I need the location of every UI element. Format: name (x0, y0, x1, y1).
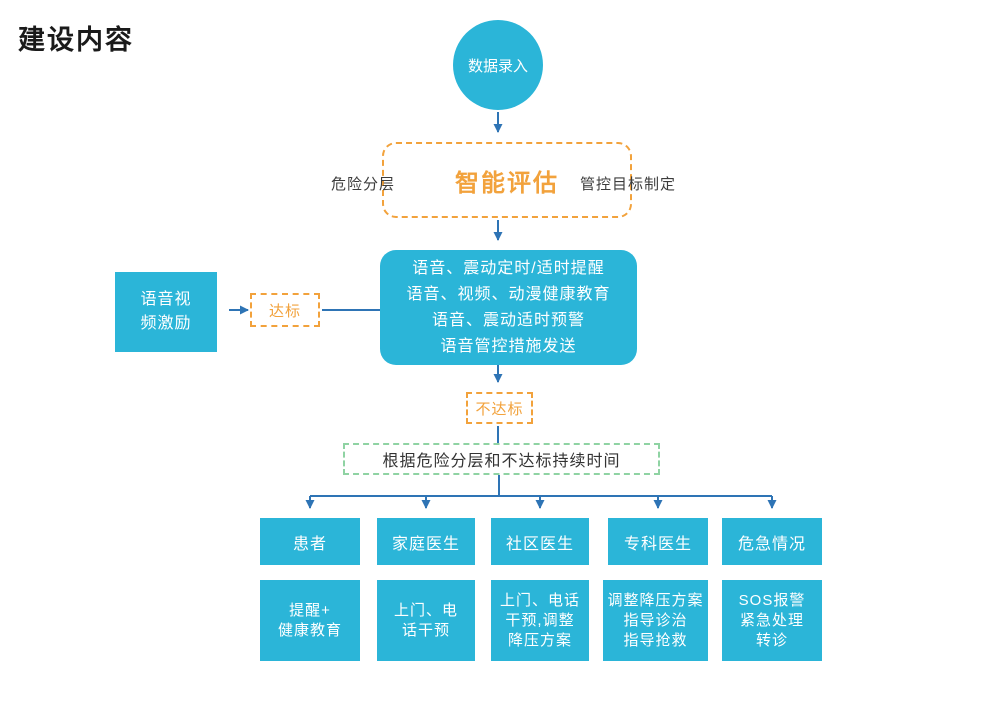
role-label: 专科医生 (623, 535, 692, 553)
reward-line: 语音视 (140, 291, 192, 308)
page-title: 建设内容 (18, 25, 134, 55)
tag-not-reach-standard-label: 不达标 (475, 400, 524, 418)
node-action-patient: 提醒+ 健康教育 (260, 580, 360, 661)
node-smart-assessment: 智能评估 (382, 142, 632, 218)
action-line: 转诊 (755, 631, 788, 649)
action-line: 指导诊治 (623, 611, 688, 629)
reward-line: 频激励 (140, 315, 192, 332)
action-line: 上门、电 (393, 601, 458, 619)
role-label: 社区医生 (505, 535, 574, 553)
action-line: 提醒+ (289, 601, 331, 619)
node-intervention-methods: 语音、震动定时/适时提醒 语音、视频、动漫健康教育 语音、震动适时预警 语音管控… (380, 250, 637, 365)
node-branch-condition: 根据危险分层和不达标持续时间 (343, 443, 660, 475)
intervention-line: 语音、震动定时/适时提醒 (412, 259, 605, 277)
label-control-target: 管控目标制定 (580, 176, 677, 193)
tag-reach-standard-label: 达标 (268, 302, 301, 320)
action-line: 话干预 (401, 621, 450, 639)
action-line: 健康教育 (277, 621, 342, 639)
node-data-entry-label: 数据录入 (467, 57, 528, 75)
node-role-specialist-doctor: 专科医生 (608, 518, 708, 565)
node-action-community-doctor: 上门、电话 干预,调整 降压方案 (491, 580, 589, 661)
role-label: 危急情况 (737, 535, 806, 553)
intervention-line: 语音、震动适时预警 (431, 311, 585, 329)
role-label: 家庭医生 (391, 535, 460, 553)
label-risk-stratification: 危险分层 (331, 176, 396, 193)
intervention-line: 语音、视频、动漫健康教育 (406, 285, 611, 303)
action-line: 干预,调整 (505, 611, 575, 629)
tag-reach-standard: 达标 (250, 293, 320, 327)
node-role-family-doctor: 家庭医生 (377, 518, 475, 565)
action-line: 紧急处理 (739, 611, 804, 629)
node-role-emergency: 危急情况 (722, 518, 822, 565)
action-line: 调整降压方案 (607, 591, 704, 609)
node-action-specialist-doctor: 调整降压方案 指导诊治 指导抢救 (603, 580, 708, 661)
action-line: 上门、电话 (499, 591, 580, 609)
node-voice-video-reward: 语音视 频激励 (115, 272, 217, 352)
node-action-emergency: SOS报警 紧急处理 转诊 (722, 580, 822, 661)
node-data-entry: 数据录入 (453, 20, 543, 110)
node-action-family-doctor: 上门、电 话干预 (377, 580, 475, 661)
intervention-line: 语音管控措施发送 (440, 337, 577, 355)
node-role-patient: 患者 (260, 518, 360, 565)
action-line: 降压方案 (507, 631, 572, 649)
role-label: 患者 (292, 535, 327, 553)
action-line: 指导抢救 (623, 631, 688, 649)
tag-not-reach-standard: 不达标 (466, 392, 533, 424)
node-role-community-doctor: 社区医生 (491, 518, 589, 565)
node-smart-assessment-label: 智能评估 (455, 169, 559, 197)
action-line: SOS报警 (738, 591, 806, 609)
branch-condition-label: 根据危险分层和不达标持续时间 (382, 453, 621, 470)
